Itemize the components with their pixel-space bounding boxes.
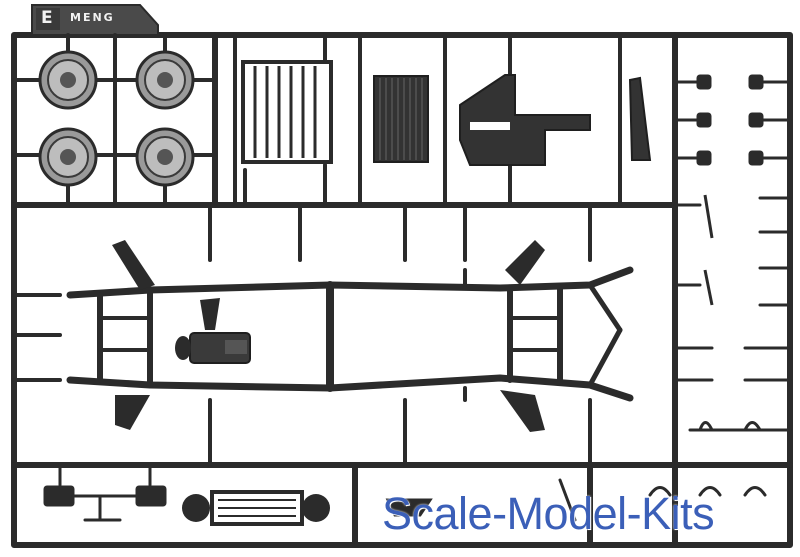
spring-hangers [112, 240, 545, 432]
runner-gates [12, 33, 217, 207]
wheel-front-left [38, 50, 98, 110]
side-panel [628, 76, 652, 161]
runner-gates-middle [12, 203, 592, 467]
transmission-part [175, 332, 251, 364]
mirror-parts [43, 463, 167, 522]
chassis-frame-part [66, 266, 634, 402]
bumper-part [182, 490, 330, 526]
small-parts-column [673, 74, 792, 432]
wheel-front-right [135, 50, 195, 110]
clip-parts [698, 194, 762, 431]
wheel-rear-right [135, 127, 195, 187]
radiator-part [373, 75, 429, 163]
bottom-small-parts [385, 478, 767, 522]
fender-panel [459, 74, 591, 166]
sprue-tab [31, 4, 159, 36]
grille-part [241, 60, 333, 164]
wheel-rear-left [38, 127, 98, 187]
